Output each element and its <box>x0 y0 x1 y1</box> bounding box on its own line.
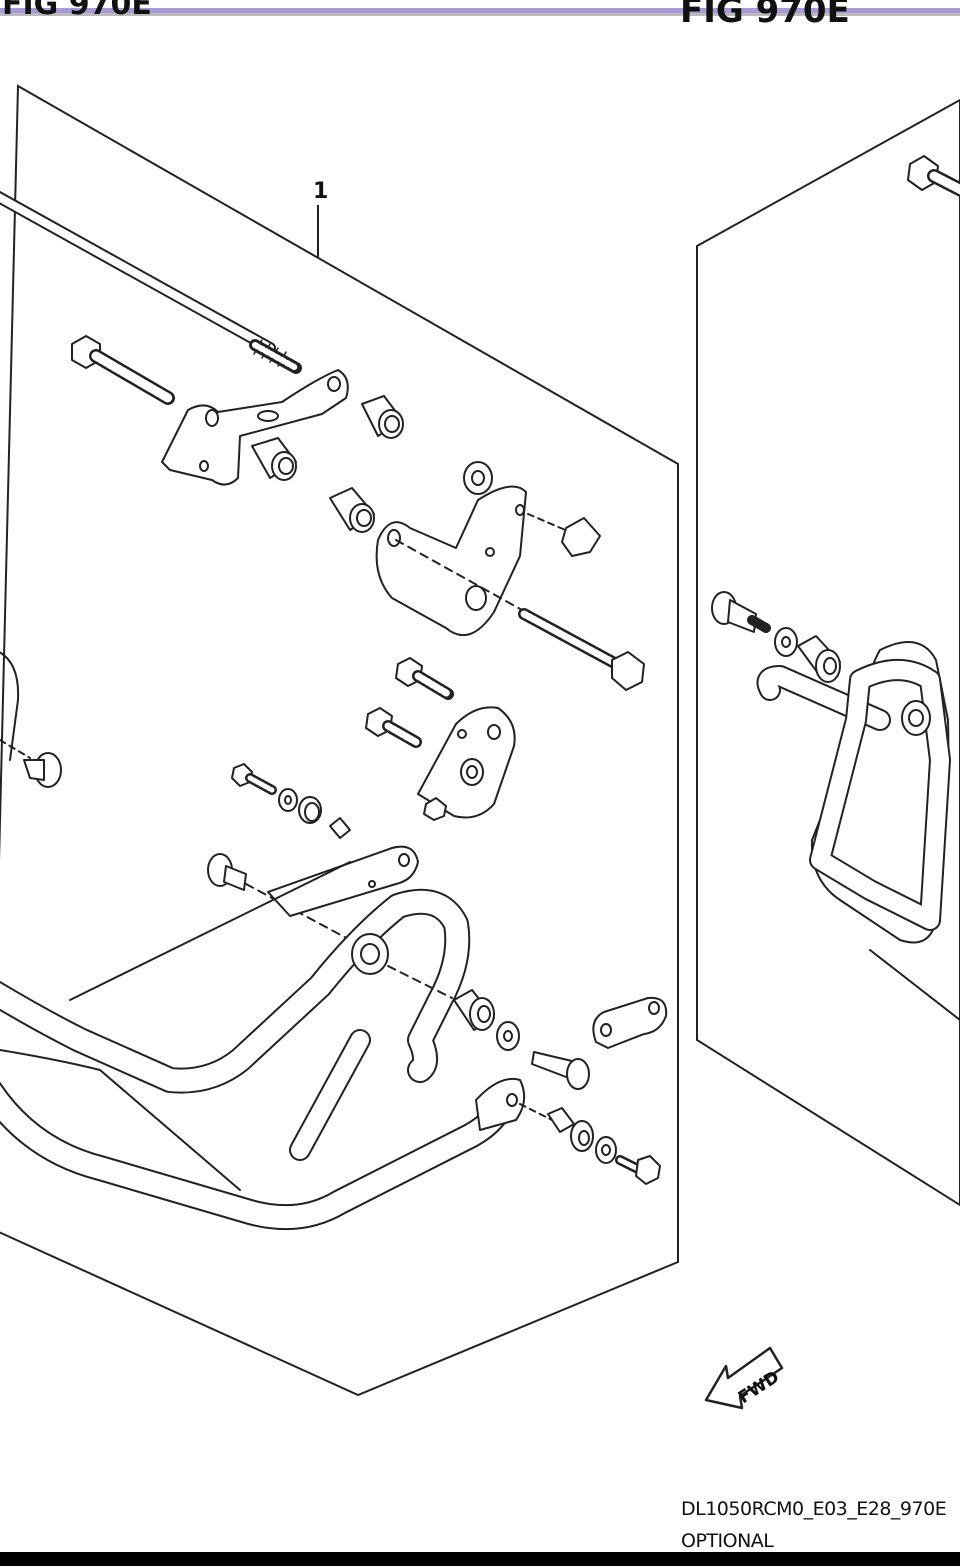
callout-number: 1 <box>313 179 328 204</box>
right-panel-parts <box>711 155 960 1021</box>
header-title-left: FIG 970E <box>2 0 152 22</box>
kit-panel-outline <box>0 84 679 1397</box>
bottom-washer-stack <box>519 1103 661 1185</box>
lower-pin <box>531 1051 590 1090</box>
frame-spacer-stack <box>387 965 520 1051</box>
bolt-washer-stack <box>231 763 351 839</box>
link-plate <box>592 996 668 1049</box>
cap-nut <box>527 513 601 557</box>
spacer-1 <box>251 437 297 481</box>
diagram-code: DL1050RCM0_E03_E28_970E <box>681 1498 947 1520</box>
long-rod <box>0 190 302 374</box>
callout-1: 1 <box>313 179 328 258</box>
right-panel-outline <box>696 98 960 1207</box>
guard-frame <box>0 861 517 1231</box>
spacer-3 <box>463 461 493 495</box>
upper-bracket-left <box>161 369 349 486</box>
left-guard-partial <box>0 651 20 761</box>
fwd-arrow: FWD <box>704 1346 784 1410</box>
frame-plate <box>267 845 419 917</box>
middle-bracket <box>375 485 527 637</box>
header-band: FIG 970E FIG 970E <box>0 0 960 31</box>
header-title-right: FIG 970E <box>680 0 850 31</box>
optional-caption: OPTIONAL <box>681 1530 774 1552</box>
bolt-upper-left <box>71 335 175 405</box>
small-bolt-2 <box>365 707 422 748</box>
rivet-left <box>0 739 62 788</box>
spacer-4 <box>329 487 375 533</box>
small-bolt-1 <box>395 657 454 700</box>
spacer-2 <box>361 395 404 439</box>
long-bolt-middle <box>395 539 645 691</box>
bottom-bar <box>0 1552 960 1566</box>
